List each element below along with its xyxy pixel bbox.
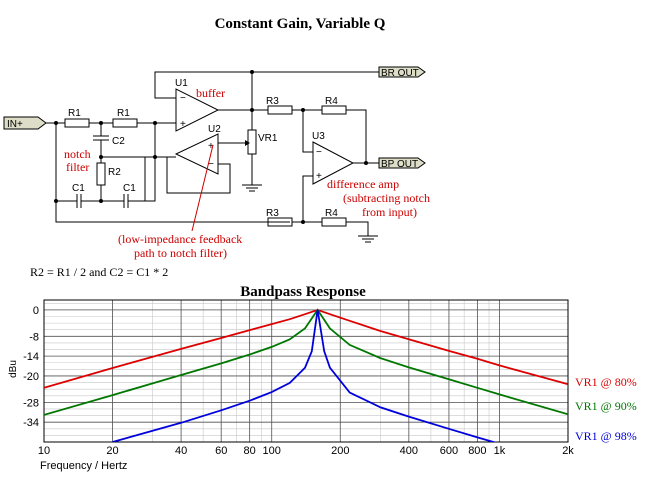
chart-series bbox=[44, 308, 568, 442]
annotation-arrow bbox=[191, 144, 214, 232]
annotation-diff-2: (subtracting notch bbox=[343, 191, 430, 205]
x-tick-label: 600 bbox=[440, 445, 458, 457]
x-tick-label: 200 bbox=[331, 445, 349, 457]
schematic-title: Constant Gain, Variable Q bbox=[215, 16, 386, 32]
c1b-label: C1 bbox=[123, 183, 136, 194]
annotation-diff-1: difference amp bbox=[327, 177, 399, 191]
opamp-u3 bbox=[312, 141, 355, 185]
y-tick-label: -20 bbox=[23, 371, 39, 383]
resistor-r4a bbox=[321, 105, 347, 115]
svg-text:+: + bbox=[180, 119, 186, 130]
series-line-3 bbox=[112, 309, 497, 442]
r4b-label: R4 bbox=[325, 208, 338, 219]
r3a-label: R3 bbox=[266, 96, 279, 107]
potentiometer-vr1 bbox=[247, 129, 257, 155]
x-tick-label: 40 bbox=[175, 445, 187, 457]
y-tick-label: -14 bbox=[23, 351, 39, 363]
y-tick-label: -8 bbox=[29, 331, 39, 343]
ground-1 bbox=[242, 184, 262, 192]
u2-label: U2 bbox=[208, 124, 221, 135]
annotation-filter: filter bbox=[66, 160, 89, 174]
svg-text:−: − bbox=[316, 147, 322, 158]
legend-entry-3: VR1 @ 98% bbox=[575, 429, 637, 443]
annotation-buffer: buffer bbox=[196, 86, 225, 100]
svg-text:−: − bbox=[180, 93, 186, 104]
vr1-label: VR1 bbox=[258, 133, 278, 144]
annotation-feedback-2: path to notch filter) bbox=[134, 246, 227, 260]
br-out-label: BR OUT bbox=[381, 68, 419, 79]
svg-text:+: + bbox=[208, 141, 214, 152]
br-out-port bbox=[378, 66, 426, 78]
c1a-label: C1 bbox=[72, 183, 85, 194]
capacitor-c1b bbox=[123, 194, 129, 208]
input-port-label: IN+ bbox=[7, 119, 23, 130]
x-tick-label: 80 bbox=[244, 445, 256, 457]
resistor-r4b bbox=[321, 217, 347, 227]
capacitor-c1a bbox=[76, 194, 82, 208]
annotation-diff-3: from input) bbox=[362, 205, 417, 219]
resistor-r2 bbox=[96, 162, 106, 186]
x-tick-label: 20 bbox=[106, 445, 118, 457]
r4a-label: R4 bbox=[325, 96, 338, 107]
r2-label: R2 bbox=[108, 167, 121, 178]
x-tick-label: 400 bbox=[400, 445, 418, 457]
resistor-r1a bbox=[64, 118, 90, 128]
svg-text:+: + bbox=[316, 171, 322, 182]
u1-label: U1 bbox=[175, 78, 188, 89]
ground-2 bbox=[358, 235, 378, 243]
resistor-r1b bbox=[112, 118, 138, 128]
x-tick-label: 10 bbox=[38, 445, 50, 457]
x-tick-label: 800 bbox=[468, 445, 486, 457]
y-tick-label: -28 bbox=[23, 397, 39, 409]
u3-label: U3 bbox=[312, 131, 325, 142]
chart-grid bbox=[43, 300, 569, 443]
x-tick-label: 100 bbox=[263, 445, 281, 457]
x-tick-label: 1k bbox=[494, 445, 506, 457]
bp-out-port bbox=[378, 157, 426, 169]
bandpass-chart: 10 20 40 60 80 100 200 400 600 800 1k 2k 0 -8 -14 -20 -2… bbox=[23, 299, 637, 457]
bp-out-label: BP OUT bbox=[381, 159, 418, 170]
annotation-notch: notch bbox=[64, 147, 91, 161]
c2-label: C2 bbox=[112, 136, 125, 147]
plot-frame bbox=[43, 299, 569, 443]
r3b-label: R3 bbox=[266, 208, 279, 219]
capacitor-c2 bbox=[93, 135, 109, 141]
legend-entry-1: VR1 @ 80% bbox=[575, 375, 637, 389]
component-formula: R2 = R1 / 2 and C2 = C1 * 2 bbox=[30, 265, 168, 279]
schematic: IN+ R1 R1 C2 R2 C1 C1 bbox=[3, 66, 430, 279]
chart-axes: 10 20 40 60 80 100 200 400 600 800 1k 2k 0 -8 -14 -20 -2… bbox=[23, 299, 574, 457]
y-tick-label: -34 bbox=[23, 417, 39, 429]
chart-legend: VR1 @ 80% VR1 @ 90% VR1 @ 98% bbox=[575, 375, 637, 443]
legend-entry-2: VR1 @ 90% bbox=[575, 399, 637, 413]
y-tick-label: 0 bbox=[33, 305, 39, 317]
svg-text:−: − bbox=[208, 159, 214, 170]
input-port bbox=[3, 116, 47, 130]
resistor-r3a bbox=[267, 105, 293, 115]
r1a-label: R1 bbox=[68, 108, 81, 119]
r1b-label: R1 bbox=[117, 108, 130, 119]
opamp-u1 bbox=[175, 88, 220, 132]
x-tick-label: 60 bbox=[215, 445, 227, 457]
y-axis-label: dBu bbox=[8, 360, 19, 378]
annotation-feedback-1: (low-impedance feedback bbox=[118, 232, 242, 246]
chart-title: Bandpass Response bbox=[240, 284, 366, 300]
x-axis-label: Frequency / Hertz bbox=[40, 460, 127, 472]
opamp-u2 bbox=[174, 133, 219, 175]
x-tick-label: 2k bbox=[562, 445, 574, 457]
